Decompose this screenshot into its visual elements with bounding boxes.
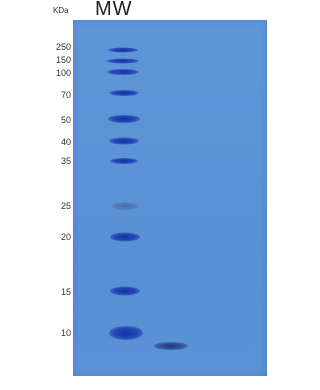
marker-band-70 (109, 90, 139, 96)
marker-label-35: 35 (60, 156, 71, 166)
marker-band-25 (112, 202, 138, 210)
marker-band-40 (109, 137, 139, 145)
marker-label-250: 250 (55, 42, 71, 52)
marker-label-150: 150 (55, 55, 71, 65)
marker-band-35 (110, 158, 138, 164)
marker-band-100 (107, 69, 139, 75)
marker-band-50 (108, 115, 140, 123)
marker-band-10 (109, 326, 143, 340)
sample-protein-band (154, 342, 188, 350)
gel-image (73, 20, 267, 376)
marker-label-25: 25 (60, 201, 71, 211)
marker-band-20 (110, 232, 140, 242)
marker-band-15 (110, 286, 140, 296)
marker-label-100: 100 (55, 68, 71, 78)
marker-label-15: 15 (60, 287, 71, 297)
marker-label-20: 20 (60, 232, 71, 242)
marker-label-70: 70 (60, 90, 71, 100)
marker-label-40: 40 (60, 137, 71, 147)
kda-unit-label: KDa (53, 6, 69, 15)
marker-label-10: 10 (60, 328, 71, 338)
mw-lane-header: MW (95, 0, 133, 20)
marker-band-150 (107, 58, 139, 64)
marker-band-250 (108, 47, 138, 53)
marker-label-50: 50 (60, 115, 71, 125)
